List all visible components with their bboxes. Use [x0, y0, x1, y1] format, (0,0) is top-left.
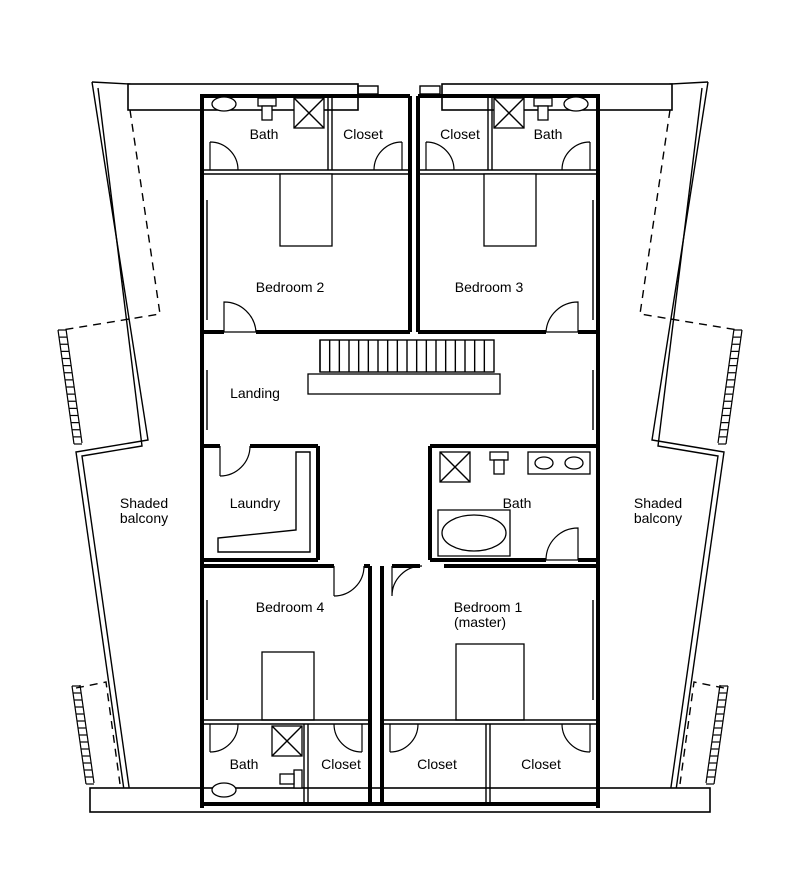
left-balcony [57, 81, 161, 795]
door-bedroom-2-icon [223, 301, 257, 333]
toilet-bowl-icon [493, 459, 505, 475]
room-label-closet-top-right: Closet [440, 126, 480, 142]
door-closet-bottom-mid-icon [333, 723, 363, 753]
room-label-laundry: Laundry [230, 495, 281, 511]
door-closet-top-left-icon [373, 141, 403, 171]
door-bedroom-3-icon [545, 301, 579, 333]
room-label-balcony-left-line-1: Shaded [120, 495, 168, 511]
room-label-balcony-right-line-2: balcony [634, 510, 682, 526]
toilet-bowl-icon [279, 773, 295, 785]
door-bath-top-right-icon [561, 141, 591, 171]
room-label-bath-bottom-left: Bath [230, 756, 259, 772]
sink-icon [211, 96, 237, 112]
bedroom-2-walls [202, 96, 412, 334]
left-balcony-railing-lower [71, 684, 95, 785]
top-slab-window-right [419, 85, 441, 95]
door-bath-bottom-left-icon [209, 723, 239, 753]
bottom-slab [89, 787, 711, 813]
room-label-closet-top-left: Closet [343, 126, 383, 142]
room-label-balcony-left-line-2: balcony [120, 510, 168, 526]
toilet-icon [533, 97, 553, 107]
shower-icon [293, 97, 325, 129]
bathtub-icon [437, 509, 511, 557]
room-label-bedroom-4: Bedroom 4 [256, 599, 325, 615]
bedroom-3-walls [416, 96, 598, 334]
room-label-closet-bottom-1: Closet [417, 756, 457, 772]
lower-bedroom-walls [202, 564, 598, 804]
toilet-bowl-icon [537, 105, 549, 121]
exterior-walls [200, 94, 600, 808]
door-laundry-icon [219, 445, 251, 477]
shower-icon [271, 725, 303, 757]
toilet-bowl-icon [261, 105, 273, 121]
right-balcony [639, 81, 743, 795]
door-bedroom-1-icon [391, 565, 423, 597]
room-label-bath-top-left: Bath [250, 126, 279, 142]
right-balcony-railing-upper [717, 328, 743, 445]
door-bath-top-left-icon [209, 141, 239, 171]
room-label-bedroom-3: Bedroom 3 [455, 279, 524, 295]
bed-bedroom-2-icon [279, 173, 333, 247]
laundry-walls [202, 444, 320, 562]
room-label-bedroom-1: Bedroom 1 [454, 599, 523, 615]
sink-icon [211, 782, 237, 798]
wall-windows [206, 200, 594, 700]
room-label-bath-master: Bath [503, 495, 532, 511]
room-label-bedroom-2: Bedroom 2 [256, 279, 325, 295]
shower-icon [439, 451, 471, 483]
toilet-icon [489, 451, 509, 461]
sink-icon [563, 96, 589, 112]
double-sink-icon [527, 451, 591, 475]
bed-bedroom-1-icon [455, 643, 525, 721]
toilet-icon [293, 769, 303, 789]
door-closet-bottom-2-icon [561, 723, 591, 753]
bedroom-4-closet-walls [202, 719, 370, 804]
master-bath-walls [428, 444, 598, 562]
door-bedroom-4-icon [333, 565, 365, 597]
bed-bedroom-4-icon [261, 651, 315, 721]
bed-bedroom-3-icon [483, 173, 537, 247]
staircase [307, 339, 501, 395]
room-label-closet-bottom-mid: Closet [321, 756, 361, 772]
room-label-bath-top-right: Bath [534, 126, 563, 142]
toilet-icon [257, 97, 277, 107]
room-label-balcony-right-line-1: Shaded [634, 495, 682, 511]
room-label-bedroom-1-note: (master) [454, 614, 506, 630]
shower-icon [493, 97, 525, 129]
door-closet-top-right-icon [425, 141, 455, 171]
right-balcony-railing-lower [705, 684, 729, 785]
door-closet-bottom-1-icon [389, 723, 419, 753]
room-label-landing: Landing [230, 385, 280, 401]
door-master-bath-icon [545, 527, 579, 561]
top-slab-window-left [357, 85, 379, 95]
room-label-closet-bottom-2: Closet [521, 756, 561, 772]
stair-treads [319, 340, 486, 372]
left-balcony-railing-upper [57, 328, 83, 445]
